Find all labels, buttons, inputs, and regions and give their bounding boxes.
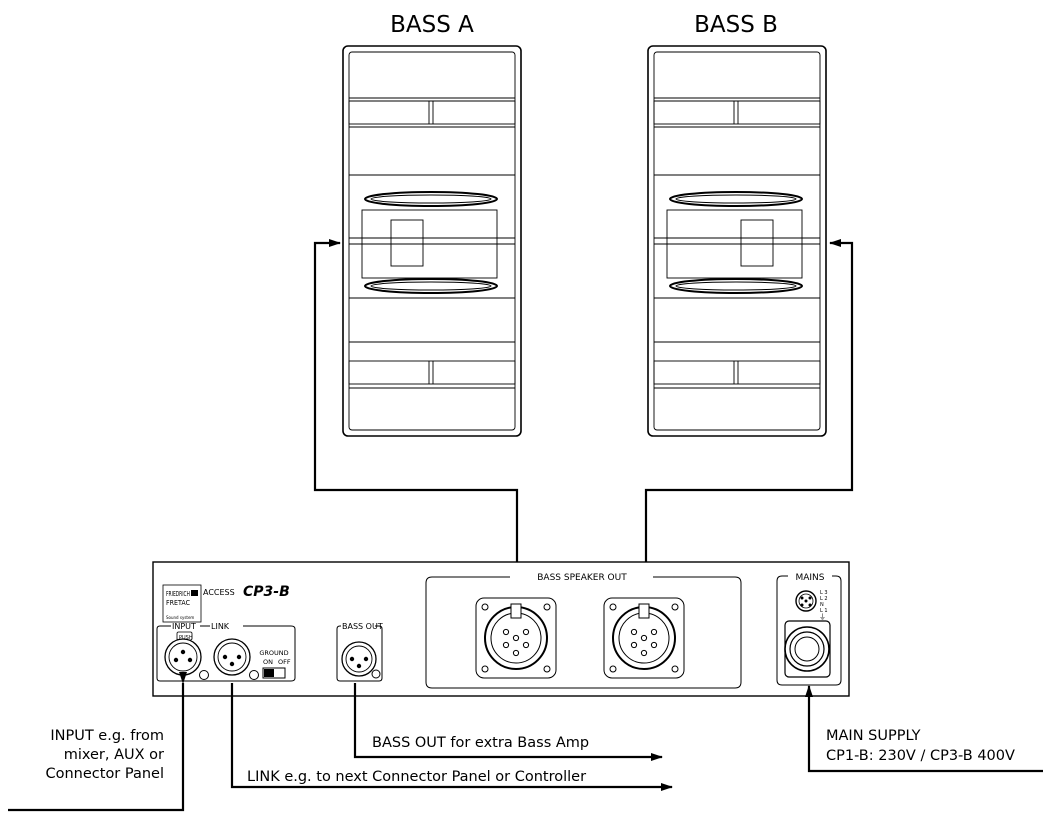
mains-socket[interactable]: L 3 L 2 N L 1 ⏚ bbox=[795, 590, 828, 621]
brand-logo: FRIEDRICH FRETAC Sound system bbox=[162, 584, 202, 623]
input-xlr-connector[interactable]: PUSH bbox=[164, 631, 209, 680]
svg-text:Connector Panel: Connector Panel bbox=[45, 766, 164, 782]
bass-a-title: BASS A bbox=[390, 12, 474, 38]
link-caption: LINK e.g. to next Connector Panel or Con… bbox=[247, 769, 586, 785]
input-link-group: INPUT LINK bbox=[156, 622, 296, 682]
bass-out-cable bbox=[353, 683, 663, 761]
input-group-label: INPUT bbox=[172, 622, 196, 631]
mains-pin-l1: L 1 bbox=[820, 608, 828, 614]
connector-panel: FRIEDRICH FRETAC Sound system ACCESS CP3… bbox=[152, 561, 850, 697]
mains-pin-n: N bbox=[820, 602, 824, 608]
input-caption: INPUT e.g. from mixer, AUX or Connector … bbox=[45, 728, 164, 782]
link-cable bbox=[230, 683, 673, 791]
svg-text:MAIN SUPPLY: MAIN SUPPLY bbox=[826, 728, 921, 744]
bass-b-title: BASS B bbox=[694, 12, 778, 38]
ground-symbol-icon: ⏚ bbox=[819, 613, 826, 621]
mains-caption: MAIN SUPPLY CP1-B: 230V / CP3-B 400V bbox=[826, 728, 1015, 764]
svg-text:Sound system: Sound system bbox=[166, 615, 194, 620]
svg-text:CP1-B: 230V / CP3-B 400V: CP1-B: 230V / CP3-B 400V bbox=[826, 748, 1015, 764]
speaker-out-group: BASS SPEAKER OUT bbox=[425, 573, 742, 689]
ground-on-label: ON bbox=[263, 658, 273, 666]
speaker-out-a-connector[interactable] bbox=[475, 597, 557, 679]
model-label: CP3-B bbox=[243, 584, 290, 600]
speaker-cables bbox=[313, 239, 854, 562]
svg-text:FRETAC: FRETAC bbox=[166, 599, 190, 607]
mains-cable-gland[interactable] bbox=[784, 620, 831, 678]
push-label: PUSH bbox=[179, 635, 193, 641]
svg-text:FRIEDRICH: FRIEDRICH bbox=[166, 590, 190, 598]
bass-out-group: BASS OUT bbox=[336, 622, 383, 682]
speaker-out-label: BASS SPEAKER OUT bbox=[537, 573, 627, 583]
signal-cables bbox=[8, 672, 1043, 812]
bass-out-caption: BASS OUT for extra Bass Amp bbox=[372, 735, 589, 751]
mains-cable bbox=[805, 685, 1043, 773]
bass-b-cabinet bbox=[647, 45, 827, 437]
mains-pin-l3: L 3 bbox=[820, 590, 828, 596]
ground-off-label: OFF bbox=[278, 658, 291, 666]
input-cable bbox=[8, 672, 187, 812]
svg-text:mixer, AUX or: mixer, AUX or bbox=[64, 747, 164, 763]
mains-pin-l2: L 2 bbox=[820, 596, 828, 602]
speaker-out-b-connector[interactable] bbox=[603, 597, 685, 679]
bass-out-label: BASS OUT bbox=[342, 622, 383, 631]
ground-switch[interactable]: GROUND ON OFF bbox=[259, 649, 291, 679]
link-group-label: LINK bbox=[211, 622, 230, 631]
bass-out-xlr-connector[interactable] bbox=[341, 641, 381, 679]
link-xlr-connector[interactable] bbox=[213, 638, 259, 680]
access-label: ACCESS bbox=[203, 588, 235, 597]
ground-label: GROUND bbox=[259, 649, 288, 657]
bass-a-cabinet bbox=[342, 45, 522, 437]
mains-label: MAINS bbox=[795, 573, 824, 583]
svg-text:INPUT e.g. from: INPUT e.g. from bbox=[50, 728, 164, 744]
